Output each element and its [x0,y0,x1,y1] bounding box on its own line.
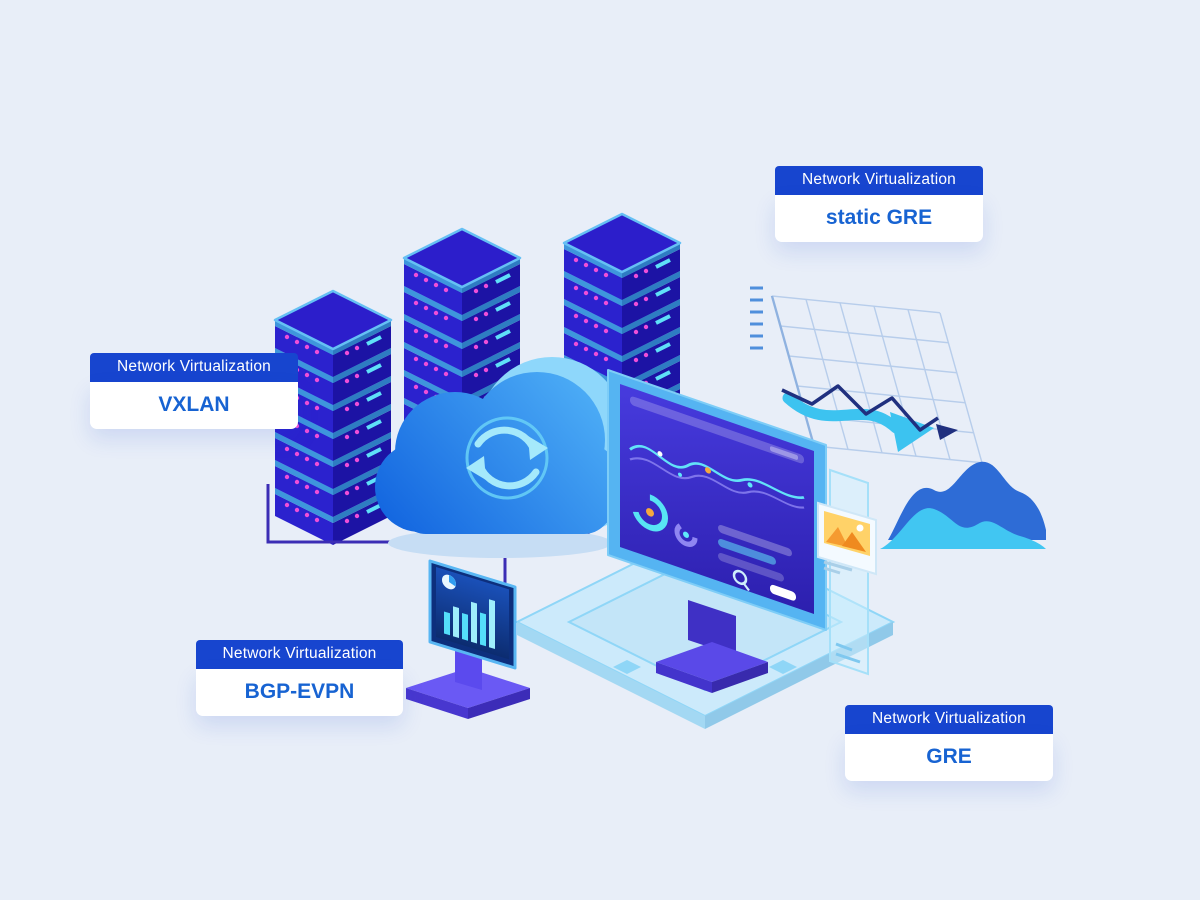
trend-line-chart-icon [750,286,983,464]
callout-vxlan: Network Virtualization VXLAN [90,353,298,429]
magnifier-icon [732,569,748,586]
callout-badge: Network Virtualization [90,353,298,382]
callout-protocol-label: VXLAN [90,382,298,429]
area-chart-icon [880,461,1046,549]
callout-badge: Network Virtualization [775,166,983,195]
callout-badge: Network Virtualization [196,640,403,669]
cyan-arrow-icon [782,392,902,434]
callout-protocol-label: static GRE [775,195,983,242]
callout-static-gre: Network Virtualization static GRE [775,166,983,242]
picture-card-icon [817,501,877,576]
callout-bgp-evpn: Network Virtualization BGP-EVPN [196,640,403,716]
callout-protocol-label: BGP-EVPN [196,669,403,716]
callout-protocol-label: GRE [845,734,1053,781]
callout-gre: Network Virtualization GRE [845,705,1053,781]
cloud-sync-icon [375,357,635,558]
laptop-chart-icon [406,559,530,719]
callout-badge: Network Virtualization [845,705,1053,734]
monitor-dashboard-icon [607,369,827,693]
